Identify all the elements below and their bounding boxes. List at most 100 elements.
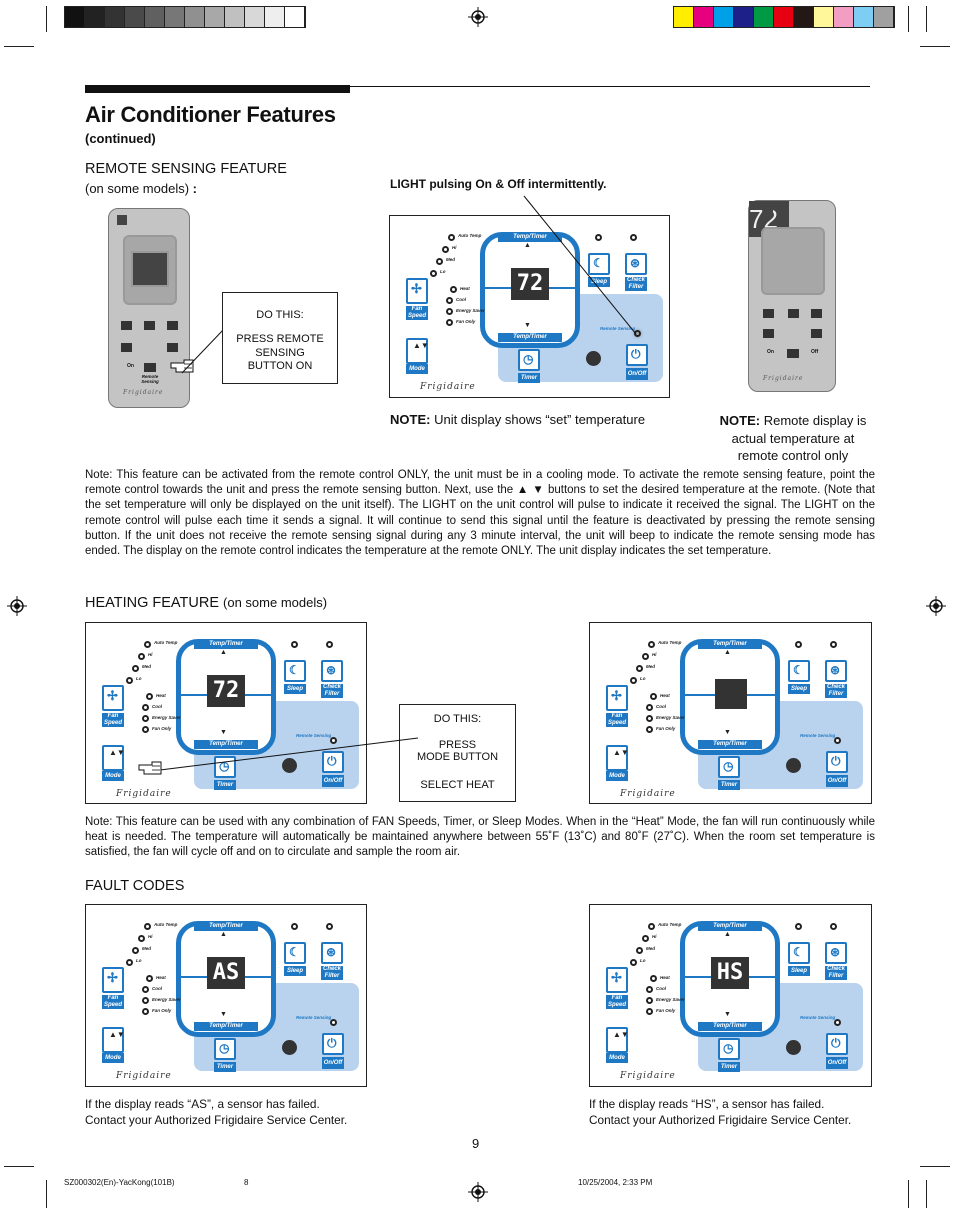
sleep-button[interactable] xyxy=(788,942,810,964)
registration-mark-icon xyxy=(926,596,946,616)
temp-timer-label-bottom: Temp/Timer xyxy=(698,1022,762,1031)
mode-led xyxy=(142,1008,149,1015)
mode-button[interactable] xyxy=(606,745,628,771)
mode-button[interactable] xyxy=(606,1027,628,1053)
filter-icon: ⊛ xyxy=(830,945,841,959)
temp-timer-label-bottom: Temp/Timer xyxy=(194,1022,258,1031)
mode-led xyxy=(650,693,657,700)
check-filter-button[interactable] xyxy=(825,942,847,964)
fan-speed-led-label: Med xyxy=(142,946,151,951)
mode-led xyxy=(450,286,457,293)
mode-led xyxy=(142,997,149,1004)
mode-label: Mode xyxy=(102,771,124,781)
on-off-button[interactable] xyxy=(826,751,848,773)
gray-swatch xyxy=(65,7,85,27)
check-filter-button[interactable] xyxy=(321,942,343,964)
moon-icon: ☾ xyxy=(593,256,604,270)
mode-led-label: Energy Saver xyxy=(152,997,181,1002)
sleep-button[interactable] xyxy=(788,660,810,682)
mode-led-label: Energy Saver xyxy=(656,715,685,720)
remote-sensing-label: Remote Sensing xyxy=(800,733,836,738)
mode-led-label: Fan Only xyxy=(152,1008,172,1013)
crop-mark xyxy=(46,6,47,32)
mode-led-label: Fan Only xyxy=(656,726,676,731)
filter-icon: ⊛ xyxy=(326,663,337,677)
fan-speed-led xyxy=(144,923,151,930)
page-title: Air Conditioner Features xyxy=(85,102,336,127)
up-arrow-icon: ▲ xyxy=(220,649,227,656)
sleep-label: Sleep xyxy=(588,277,610,287)
sleep-button[interactable] xyxy=(588,253,610,275)
on-off-button[interactable] xyxy=(322,751,344,773)
fan-speed-led xyxy=(138,653,145,660)
unit-display: 72 xyxy=(207,675,245,707)
mode-arrows-icon: ▲▼ xyxy=(109,1030,125,1039)
mode-led-label: Fan Only xyxy=(152,726,172,731)
color-swatch xyxy=(874,7,894,27)
check-filter-button[interactable] xyxy=(825,660,847,682)
mode-led-label: Cool xyxy=(656,704,666,709)
fan-speed-led xyxy=(138,935,145,942)
fan-speed-button[interactable] xyxy=(606,685,628,711)
gray-swatch xyxy=(125,7,145,27)
timer-button[interactable] xyxy=(214,1038,236,1060)
remote-sensing-led xyxy=(834,1019,841,1026)
temp-timer-label-top: Temp/Timer xyxy=(194,640,258,649)
sleep-led xyxy=(595,234,602,241)
title-rule-thick xyxy=(85,85,350,93)
note-set-temperature: NOTE: Unit display shows “set” temperatu… xyxy=(390,412,646,427)
gray-swatch xyxy=(265,7,285,27)
check-filter-button[interactable] xyxy=(625,253,647,275)
fan-speed-led xyxy=(126,677,133,684)
color-swatch-bar xyxy=(673,6,895,28)
timer-button[interactable] xyxy=(518,349,540,371)
filter-icon: ⊛ xyxy=(630,256,641,270)
fan-speed-button[interactable] xyxy=(102,685,124,711)
fan-speed-led-label: Lo xyxy=(440,269,446,274)
remote-sensing-led xyxy=(834,737,841,744)
timer-button[interactable] xyxy=(718,756,740,778)
timer-button[interactable] xyxy=(718,1038,740,1060)
sleep-button[interactable] xyxy=(284,942,306,964)
unit-display: HS xyxy=(711,957,749,989)
moon-icon: ☾ xyxy=(793,945,804,959)
sleep-button[interactable] xyxy=(284,660,306,682)
fan-icon: ✢ xyxy=(411,281,422,296)
fan-speed-led-label: Med xyxy=(446,257,455,262)
fan-speed-led-label: Lo xyxy=(136,676,142,681)
color-swatch xyxy=(834,7,854,27)
sleep-label: Sleep xyxy=(284,684,306,694)
down-arrow-icon: ▼ xyxy=(220,1011,227,1018)
on-off-button[interactable] xyxy=(626,344,648,366)
remote-sensing-label: Remote Sensing xyxy=(141,374,159,384)
remote-on-label: On xyxy=(127,363,134,369)
clock-icon: ◷ xyxy=(219,759,230,773)
mode-led-label: Fan Only xyxy=(456,319,476,324)
temp-timer-label-top: Temp/Timer xyxy=(698,922,762,931)
mode-button[interactable] xyxy=(406,338,428,364)
mode-label: Mode xyxy=(406,364,428,374)
fan-speed-led-label: Lo xyxy=(136,958,142,963)
mode-led-label: Fan Only xyxy=(656,1008,676,1013)
on-off-button[interactable] xyxy=(322,1033,344,1055)
mode-button[interactable] xyxy=(102,1027,124,1053)
fan-speed-label: Fan Speed xyxy=(606,713,628,727)
check-filter-button[interactable] xyxy=(321,660,343,682)
fan-speed-button[interactable] xyxy=(606,967,628,993)
colon-text: : xyxy=(192,181,198,196)
remote-sensing-paragraph: Note: This feature can be activated from… xyxy=(85,469,875,558)
mode-button[interactable] xyxy=(102,745,124,771)
fan-speed-led xyxy=(442,246,449,253)
fan-icon: ✢ xyxy=(107,970,118,985)
on-off-button[interactable] xyxy=(826,1033,848,1055)
crop-mark xyxy=(4,1166,34,1167)
check-filter-led xyxy=(830,923,837,930)
fan-speed-led-label: Hi xyxy=(452,245,457,250)
title-rule-thin xyxy=(350,86,870,87)
fan-speed-button[interactable] xyxy=(102,967,124,993)
fan-speed-button[interactable] xyxy=(406,278,428,304)
sleep-label: Sleep xyxy=(284,966,306,976)
fan-speed-led-label: Med xyxy=(646,946,655,951)
fan-speed-led-label: Hi xyxy=(148,652,153,657)
